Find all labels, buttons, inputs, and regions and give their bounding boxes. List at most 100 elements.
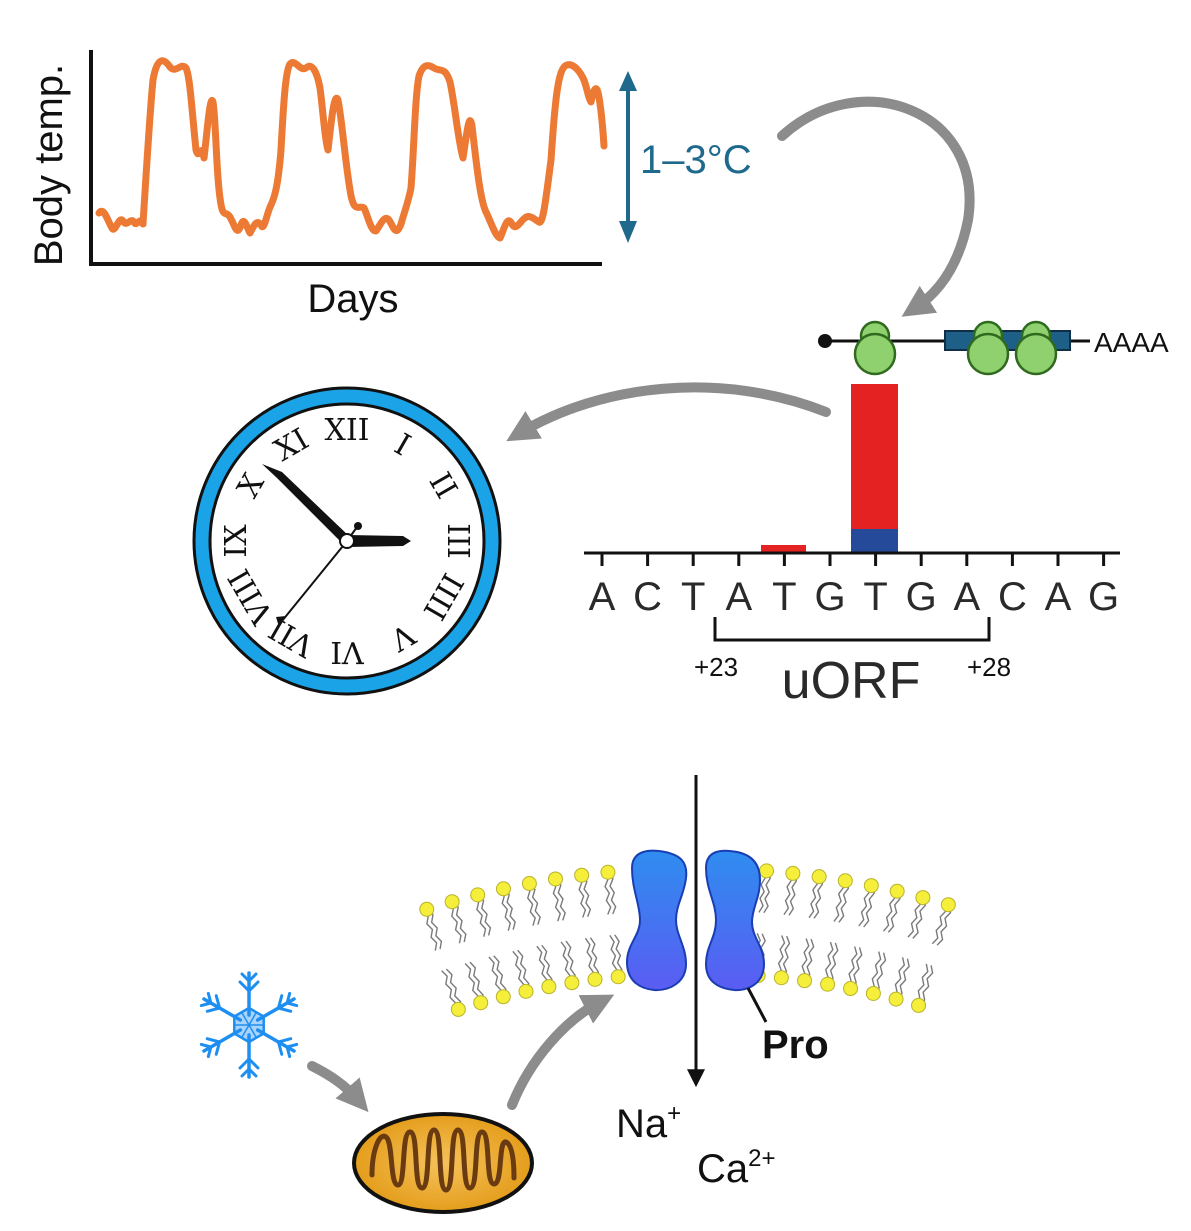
lipid-head <box>518 983 534 999</box>
lipid-head <box>521 876 537 892</box>
ribosome-cds-1 <box>966 320 1010 376</box>
snowflake-core-spoke <box>240 1024 250 1039</box>
ribosome-cds-2 <box>1014 320 1058 376</box>
sequence-base: G <box>814 575 845 619</box>
snowflake-core-spoke <box>248 1024 258 1039</box>
lipid-head <box>865 985 881 1001</box>
snowflake-core-spoke <box>248 1011 258 1026</box>
arrow-uorf-to-clock <box>506 382 831 442</box>
snowflake-arm <box>255 1028 299 1059</box>
snowflake-core-spoke <box>240 1011 250 1026</box>
lipid-tail <box>583 874 592 918</box>
lipid-head <box>564 975 580 991</box>
lipid-tail <box>479 893 492 936</box>
clock-numeral: XII <box>324 413 369 448</box>
clock-numeral: VI <box>330 634 365 669</box>
lipid-head <box>450 1001 466 1017</box>
snowflake-icon <box>199 971 299 1079</box>
channel-label: Pro <box>762 1023 829 1067</box>
lipid-head <box>888 991 904 1007</box>
lipid-head <box>837 873 853 889</box>
sequence-base: T <box>863 575 887 619</box>
lipid-head <box>889 883 905 899</box>
lipid-tail <box>614 934 623 977</box>
clock-second-hand <box>281 540 348 622</box>
lipid-head <box>587 971 603 987</box>
clock-center-pin <box>339 533 355 549</box>
lipid-head <box>600 864 616 880</box>
cell-membrane <box>419 863 956 1017</box>
sequence-base: A <box>953 575 980 619</box>
lipid-tail <box>609 871 617 915</box>
lipid-tail <box>887 891 901 933</box>
lipid-tail <box>589 937 600 980</box>
ion-labels: Na+ Ca2+ <box>616 1100 776 1191</box>
uorf-bracket <box>713 617 991 642</box>
sequence-base: T <box>772 575 796 619</box>
clock-second-tip <box>276 616 286 627</box>
sequence-base: A <box>589 575 616 619</box>
footprint-bar-large <box>851 384 898 553</box>
lipid-head <box>940 897 956 913</box>
lipid-head <box>759 863 775 879</box>
lipid-head <box>574 867 590 883</box>
footprint-bar-large-base <box>851 529 898 553</box>
footprint-bars <box>761 384 898 553</box>
sequence-base: A <box>725 575 752 619</box>
lipid-head <box>811 869 827 885</box>
lipid-tail <box>806 938 815 982</box>
mitochondrion-icon <box>352 1112 534 1214</box>
lipid-head <box>470 887 486 903</box>
lipid-tail <box>763 870 771 914</box>
lipid-head <box>541 979 557 995</box>
arrow-mitochondrion-to-channel <box>507 994 615 1110</box>
lipid-head <box>547 871 563 887</box>
lipid-head <box>785 865 801 881</box>
mrna-5prime-cap <box>818 334 832 348</box>
lipid-head <box>797 973 813 989</box>
lipid-tail <box>428 908 443 950</box>
range-arrow-up-head <box>619 71 637 91</box>
channel-label-leader <box>746 987 768 1023</box>
lipid-head <box>911 997 927 1013</box>
plot-x-label: Days <box>307 277 398 321</box>
lipid-tail <box>782 935 791 979</box>
lipid-tail <box>852 947 863 990</box>
lipid-head <box>820 976 836 992</box>
mitochondrion-cristae <box>369 1127 517 1193</box>
sequence-base: T <box>681 575 705 619</box>
lipid-head <box>419 901 435 917</box>
temperature-plot: Body temp. Days 1–3°C <box>27 50 752 321</box>
uorf-label: uORF <box>782 652 921 710</box>
lipid-tail <box>531 882 541 925</box>
ion-channel-left-subunit <box>625 849 688 992</box>
sequence-base: C <box>998 575 1027 619</box>
lipid-tail <box>875 952 887 995</box>
sequence-base: C <box>633 575 662 619</box>
clock-second-tail-dot <box>354 522 362 530</box>
temperature-trace <box>95 57 608 242</box>
mrna-schematic: AAAA <box>818 320 1169 376</box>
ribosome-uorf <box>853 320 897 376</box>
lipid-head <box>843 981 859 997</box>
clock-minute-hand <box>262 464 350 545</box>
calcium-ion-label: Ca2+ <box>697 1145 776 1191</box>
lipid-head <box>610 969 626 985</box>
lipid-head <box>444 894 460 910</box>
sequence-base: G <box>1088 575 1119 619</box>
lipid-tail <box>863 886 875 928</box>
arrow-cold-to-mitochondrion <box>307 1061 369 1113</box>
snowflake-arm <box>238 1033 260 1079</box>
lipid-tail <box>505 887 516 930</box>
lipid-tail <box>517 949 530 991</box>
lipid-tail <box>813 876 824 919</box>
polya-tail-label: AAAA <box>1094 327 1169 358</box>
lipid-head <box>495 881 511 897</box>
lipid-tail <box>565 940 576 983</box>
lipid-head <box>915 890 931 906</box>
lipid-tail <box>936 905 952 946</box>
range-arrow-down-head <box>619 221 637 243</box>
